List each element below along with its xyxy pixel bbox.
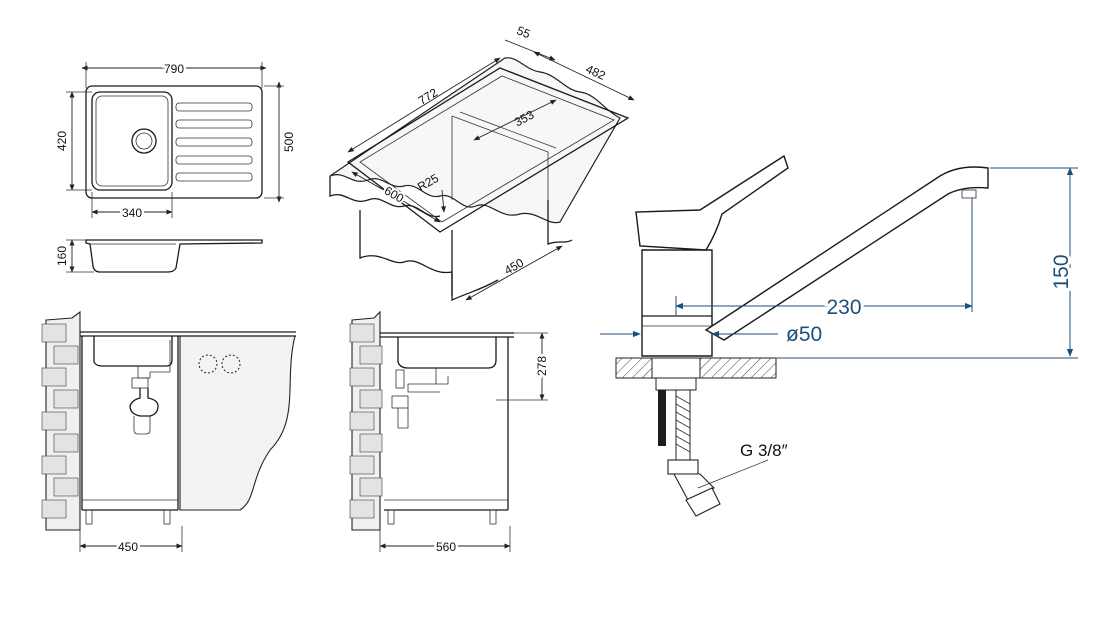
sink-isometric-view: 772 55 482 353 R25 600 450 [329, 23, 635, 302]
valve-left [198, 354, 218, 374]
dim-482: 482 [584, 62, 608, 83]
hose-braided [675, 389, 691, 461]
dim-340: 340 [122, 206, 142, 220]
sink-outline [85, 85, 263, 199]
fitting [673, 473, 715, 501]
drainer-rib [175, 172, 253, 182]
lever-handle [635, 154, 789, 251]
drainer-rib [175, 119, 253, 129]
hose-black [658, 390, 666, 446]
cabinet-front-view: 450 [41, 310, 296, 557]
faucet-drawing: G 3/8″ 230 ø50 150 [600, 154, 1078, 517]
spout [704, 166, 989, 341]
brick-wall [41, 323, 79, 519]
dim-278: 278 [535, 356, 549, 376]
drainer-rib [175, 102, 253, 112]
valve-right [221, 354, 241, 374]
dim-230: 230 [826, 296, 861, 319]
cabinet-side-view: 278 560 [349, 310, 552, 557]
sink-top-view: 790 500 420 340 [55, 60, 296, 223]
bowl-section [93, 336, 173, 367]
dim-55: 55 [515, 23, 533, 41]
faucet-body [641, 249, 713, 357]
drainer-rib [175, 155, 253, 165]
bowl-outline [91, 91, 173, 191]
drain-hole [131, 128, 157, 154]
sink-side-view: 160 [55, 239, 263, 273]
dim-160: 160 [55, 246, 69, 266]
dim-420: 420 [55, 131, 69, 151]
dim-d50: ø50 [786, 323, 822, 346]
dim-450-iso: 450 [502, 255, 527, 277]
brick-wall-side [349, 323, 383, 519]
thread-label: G 3/8″ [740, 441, 788, 460]
dim-150: 150 [1050, 254, 1073, 289]
dim-500: 500 [282, 132, 296, 152]
siphon [129, 388, 159, 417]
dim-790: 790 [164, 62, 184, 76]
dim-450-front: 450 [118, 540, 138, 554]
drainer-rib [175, 137, 253, 147]
dim-560: 560 [436, 540, 456, 554]
